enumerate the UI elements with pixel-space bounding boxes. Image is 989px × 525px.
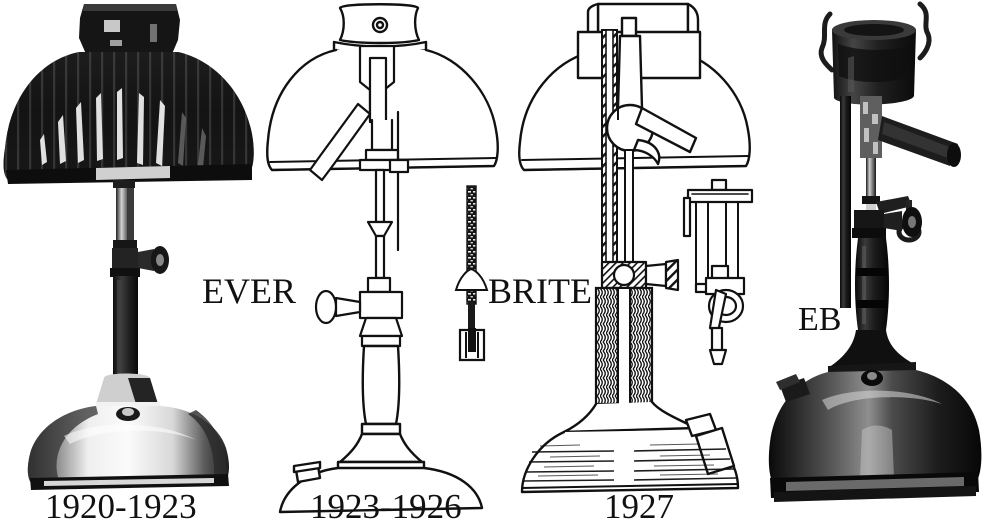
figure-lamp-1920-1923 bbox=[0, 0, 262, 490]
lamp-1923-1926-drawing bbox=[266, 3, 499, 514]
brand-monogram: EB bbox=[798, 301, 842, 338]
lamp-eb-drawing bbox=[768, 1, 982, 502]
brand-word-left: EVER bbox=[202, 271, 296, 311]
inset-cleaning-needle-detail bbox=[448, 184, 496, 368]
figure-lamp-eb bbox=[762, 0, 989, 525]
figure-lamp-1923-1926 bbox=[262, 0, 512, 514]
figure-lamp-1927 bbox=[510, 0, 775, 494]
brand-word-right: BRITE bbox=[488, 271, 592, 311]
inset-generator-burner-detail bbox=[682, 178, 758, 374]
caption-lamp-1923-1926: 1923-1926 bbox=[310, 487, 462, 525]
caption-lamp-1920-1923: 1920-1923 bbox=[45, 487, 197, 525]
generator-burner-drawing bbox=[682, 178, 754, 366]
caption-lamp-1927: 1927 bbox=[604, 487, 674, 525]
cleaning-needle-drawing bbox=[454, 185, 489, 362]
lamp-1920-1923-drawing bbox=[3, 4, 254, 490]
lamp-1927-drawing bbox=[518, 2, 751, 494]
